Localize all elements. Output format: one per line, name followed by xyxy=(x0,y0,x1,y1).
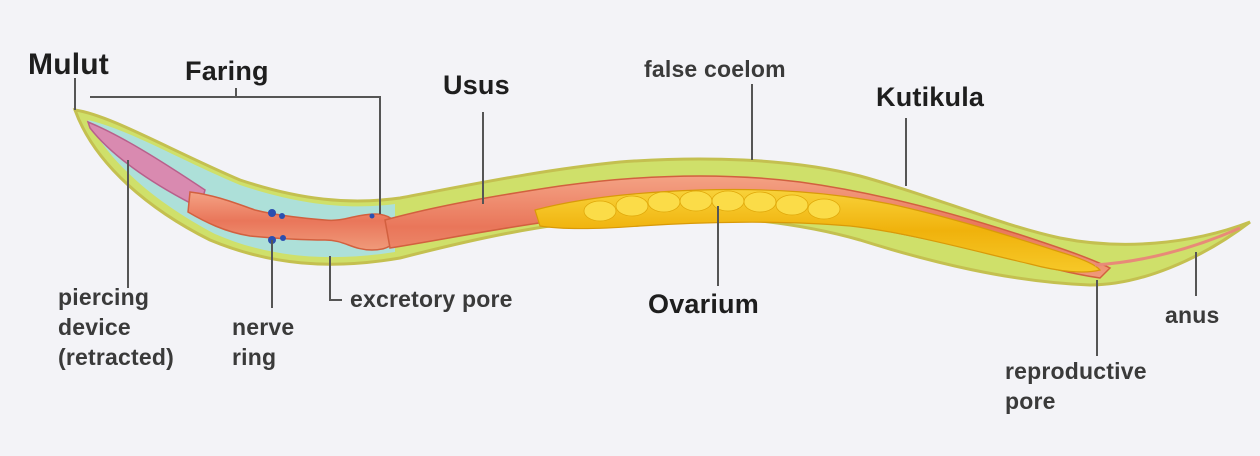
ovary-shape xyxy=(534,188,1102,273)
label-mulut: Mulut xyxy=(28,48,109,81)
label-piercing-device: piercing device (retracted) xyxy=(58,284,174,370)
tail-canal xyxy=(1094,226,1241,267)
label-ovarium: Ovarium xyxy=(648,289,759,319)
leader-excretory xyxy=(329,256,342,301)
label-kutikula: Kutikula xyxy=(876,82,985,112)
leader-lines xyxy=(74,78,1197,356)
label-false-coelom: false coelom xyxy=(644,56,786,82)
label-faring: Faring xyxy=(185,56,269,86)
ovary-egg-bumps xyxy=(583,190,841,222)
label-nerve-ring: nerve ring xyxy=(232,314,295,370)
label-excretory-pore: excretory pore xyxy=(350,286,513,312)
label-reproductive-pore: reproductive pore xyxy=(1005,358,1147,414)
label-usus: Usus xyxy=(443,70,510,100)
leader-faring xyxy=(90,96,381,214)
label-anus: anus xyxy=(1165,302,1220,328)
